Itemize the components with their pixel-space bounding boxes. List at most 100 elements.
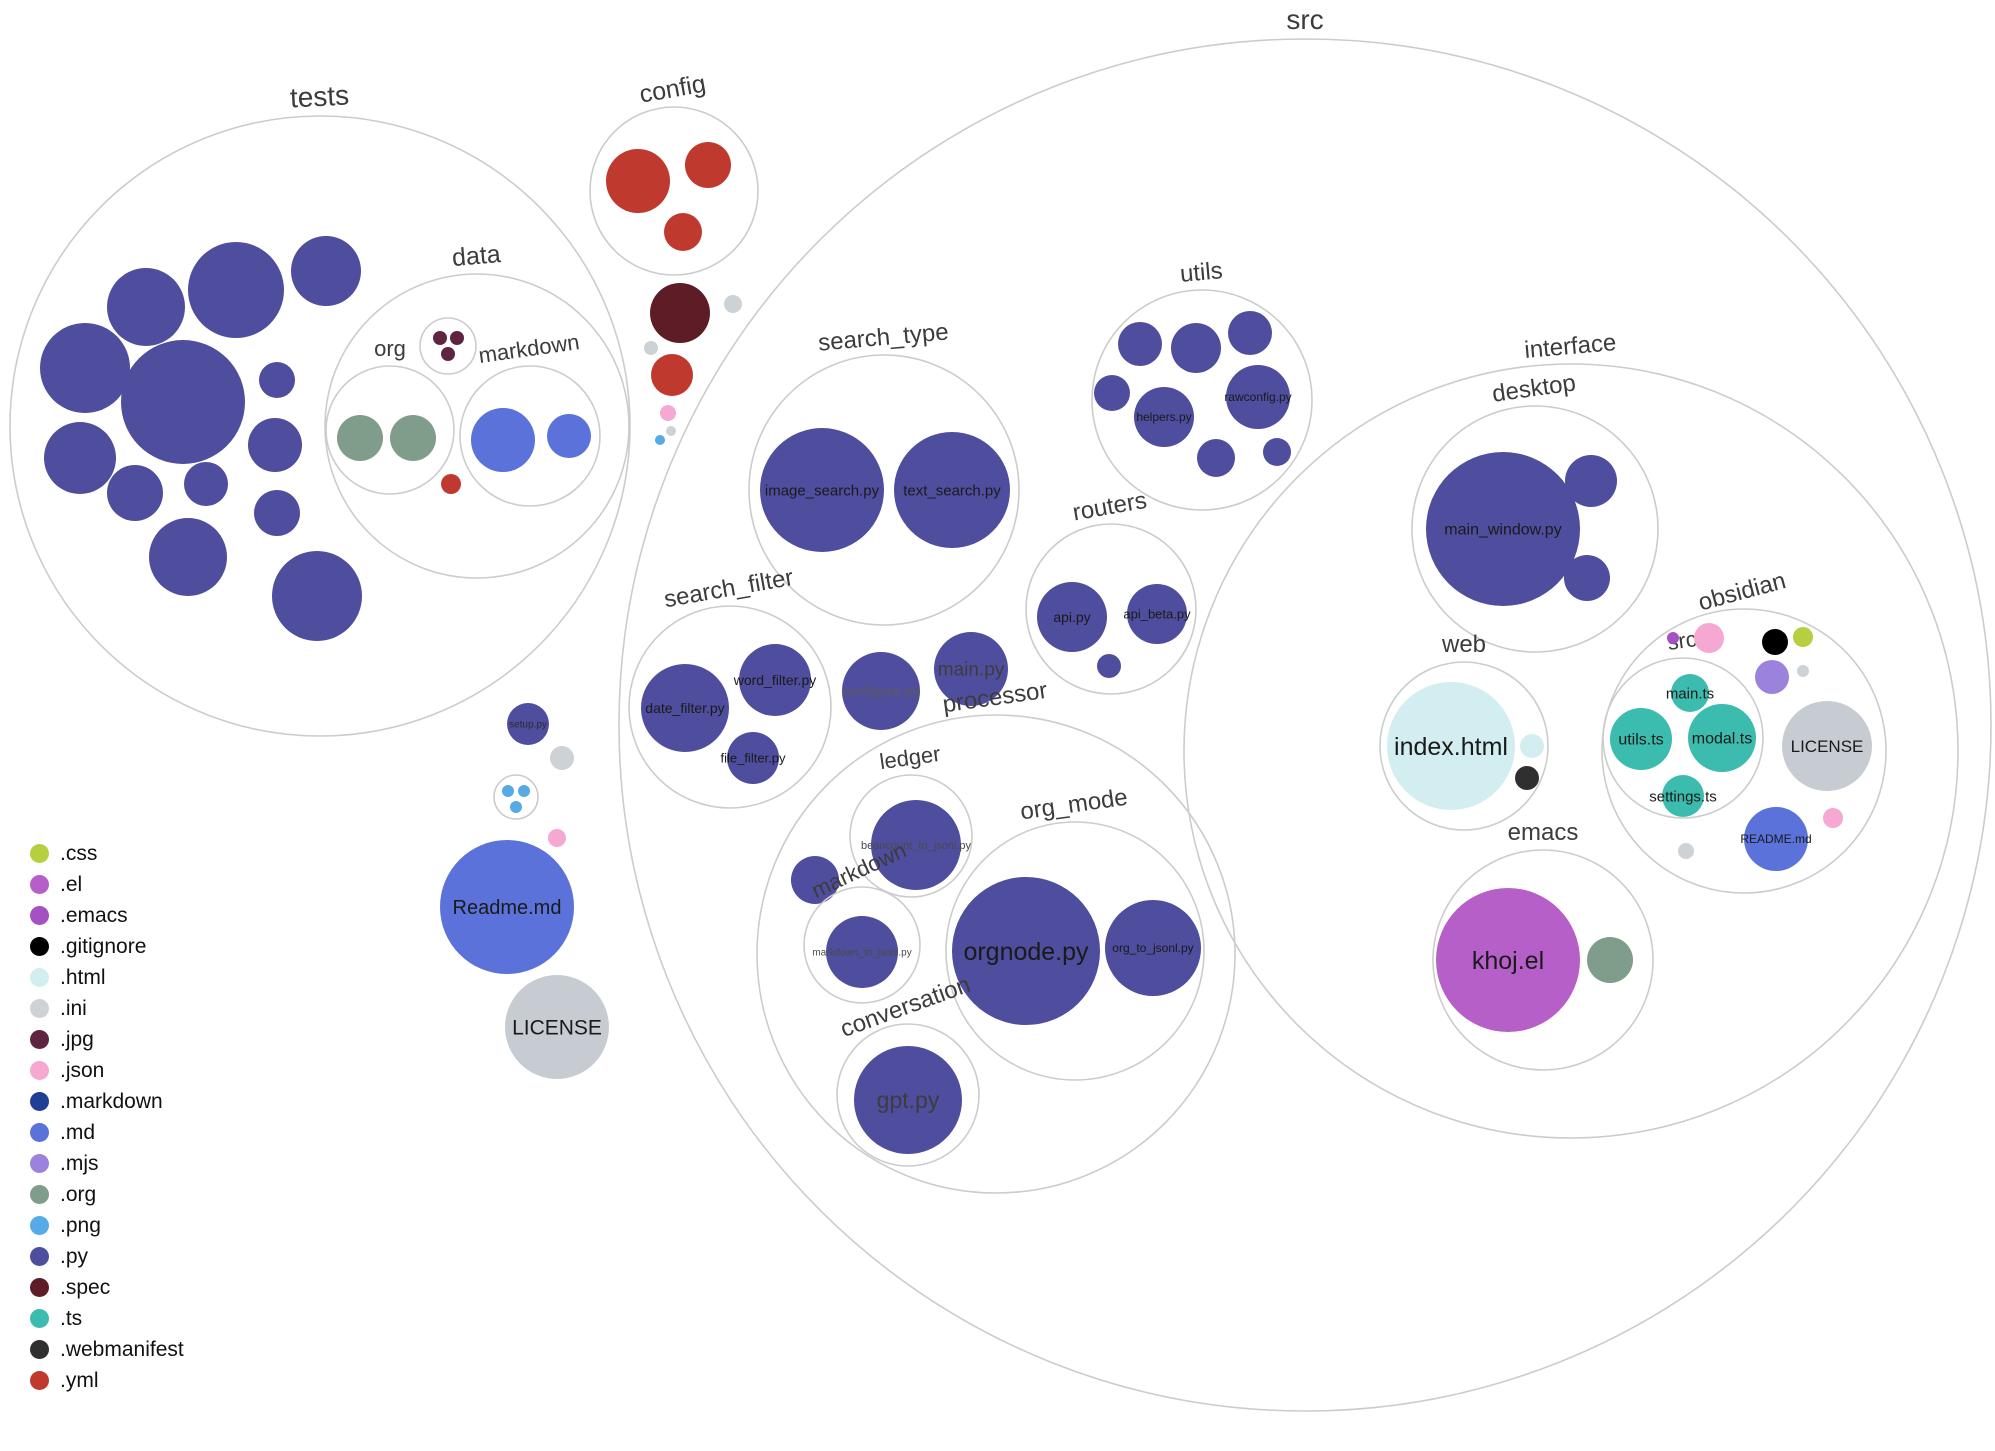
file-obsidian-css[interactable] [1793, 627, 1813, 647]
file-root-png-4[interactable] [510, 801, 522, 813]
file-modal-ts[interactable]: modal.ts [1688, 704, 1756, 772]
file-configure-py[interactable]: configure.py [842, 652, 920, 730]
file-main-py[interactable]: main.py [934, 632, 1008, 706]
file-utils-ts[interactable]: utils.ts [1610, 708, 1672, 770]
file-data-yml[interactable] [441, 474, 461, 494]
file-tests-py-11[interactable] [149, 518, 227, 596]
file-tests-py-5[interactable] [121, 340, 245, 464]
file-obsidian-license[interactable]: LICENSE [1782, 701, 1872, 791]
file-date_filter-py[interactable]: date_filter.py [641, 664, 729, 752]
dir-root-unnamed-dir[interactable] [493, 774, 539, 820]
file-config-yml-2[interactable] [685, 142, 731, 188]
file-helpers-py[interactable]: helpers.py [1134, 387, 1194, 447]
file-root-png-2[interactable] [502, 785, 514, 797]
file-data-jpg-1[interactable] [433, 331, 447, 345]
file-utils-py-5[interactable] [1197, 439, 1235, 477]
dir-web[interactable]: web [1379, 631, 1549, 831]
file-obsidian-ini-1[interactable] [1797, 665, 1809, 677]
file-data-jpg-2[interactable] [450, 331, 464, 345]
file-root-ini-3[interactable] [666, 426, 676, 436]
file-data-org-2[interactable] [390, 415, 436, 461]
file-routers-py-1[interactable] [1097, 654, 1121, 678]
file-org_to_jsonl-py[interactable]: org_to_jsonl.py [1105, 900, 1201, 996]
file-rawconfig-py[interactable]: rawconfig.py [1224, 365, 1292, 429]
file-root-yml[interactable] [651, 354, 693, 396]
dir-data-org[interactable]: org [325, 336, 455, 495]
file-obsidian-mjs[interactable] [1755, 660, 1789, 694]
file-desktop-py-2[interactable] [1564, 555, 1610, 601]
file-obsidian-json-1[interactable] [1694, 623, 1724, 653]
file-config-yml-1[interactable] [606, 149, 670, 213]
file-gpt-py[interactable]: gpt.py [854, 1046, 962, 1154]
file-license[interactable]: LICENSE [505, 975, 609, 1079]
file-tests-py-12[interactable] [272, 551, 362, 641]
file-root-json-1[interactable] [660, 405, 676, 421]
file-tests-py-7[interactable] [44, 422, 116, 494]
file-tests-py-1[interactable] [107, 268, 185, 346]
dir-tests[interactable]: tests [9, 79, 631, 737]
file-index-html[interactable]: index.html [1387, 682, 1515, 810]
file-label-index-html: index.html [1394, 733, 1508, 761]
file-obsidian-json-2[interactable] [1823, 808, 1843, 828]
file-label-khoj-el: khoj.el [1472, 947, 1544, 975]
dir-label-data: data [451, 240, 502, 272]
file-root-png-1[interactable] [655, 435, 665, 445]
file-web-webmanifest[interactable] [1515, 766, 1539, 790]
file-api-py[interactable]: api.py [1037, 582, 1107, 652]
file-tests-py-3[interactable] [291, 236, 361, 306]
dir-src[interactable]: src [618, 4, 1992, 1412]
file-beancount_to_jsonl-py[interactable]: beancount_to_jsonl.py [861, 800, 972, 890]
dir-emacs[interactable]: emacs [1432, 819, 1654, 1071]
file-utils-py-2[interactable] [1171, 323, 1221, 373]
file-data-md-1[interactable] [471, 408, 535, 472]
file-root-json-2[interactable] [548, 829, 566, 847]
file-tests-py-2[interactable] [188, 242, 284, 338]
file-tests-py-4[interactable] [40, 323, 130, 413]
file-main_window-py[interactable]: main_window.py [1426, 452, 1580, 606]
file-data-md-2[interactable] [547, 414, 591, 458]
file-root-ini-1[interactable] [724, 295, 742, 313]
file-file_filter-py[interactable]: file_filter.py [720, 732, 786, 784]
file-main-ts[interactable]: main.ts [1666, 674, 1714, 712]
file-utils-py-6[interactable] [1263, 438, 1291, 466]
file-word_filter-py[interactable]: word_filter.py [733, 644, 816, 716]
file-obsidian-gitignore[interactable] [1762, 629, 1788, 655]
dir-interface[interactable]: interface [1183, 329, 1959, 1139]
file-data-jpg-3[interactable] [441, 347, 455, 361]
legend-label: .spec [60, 1276, 111, 1299]
file-khoj-el[interactable]: khoj.el [1436, 888, 1580, 1032]
file-tests-py-13[interactable] [254, 490, 300, 536]
file-desktop-py-1[interactable] [1565, 455, 1617, 507]
file-utils-py-1[interactable] [1118, 322, 1162, 366]
dir-data[interactable]: data [324, 240, 630, 579]
file-tests-py-10[interactable] [248, 418, 302, 472]
file-tests-py-8[interactable] [107, 465, 163, 521]
legend-color-dot [30, 1309, 49, 1328]
file-tests-py-6[interactable] [259, 362, 295, 398]
file-processor-py-1[interactable] [791, 856, 839, 904]
file-obsidian-emacs-dot[interactable] [1667, 632, 1679, 644]
file-root-png-3[interactable] [518, 785, 530, 797]
dir-utils[interactable]: utils [1091, 257, 1313, 511]
file-obsidian-ini-2[interactable] [1678, 843, 1694, 859]
file-utils-py-3[interactable] [1228, 311, 1272, 355]
file-config-yml-3[interactable] [664, 213, 702, 251]
file-setup-py[interactable]: setup.py [507, 703, 549, 745]
file-text_search-py[interactable]: text_search.py [894, 432, 1010, 548]
file-markdown_to_jsonl-py[interactable]: markdown_to_jsonl.py [812, 916, 912, 988]
dir-data-unnamed-dir[interactable] [419, 317, 477, 375]
file-orgnode-py[interactable]: orgnode.py [952, 877, 1100, 1025]
file-root-spec[interactable] [650, 283, 710, 343]
file-tests-py-9[interactable] [184, 462, 228, 506]
file-settings-ts[interactable]: settings.ts [1649, 775, 1717, 817]
file-root-ini-4[interactable] [550, 746, 574, 770]
file-root-ini-2[interactable] [644, 341, 658, 355]
file-readme-md[interactable]: Readme.md [440, 840, 574, 974]
file-api_beta-py[interactable]: api_beta.py [1123, 584, 1191, 644]
file-utils-py-4[interactable] [1094, 375, 1130, 411]
file-obsidian-readme-md[interactable]: README.md [1740, 807, 1812, 871]
file-image_search-py[interactable]: image_search.py [760, 428, 884, 552]
file-data-org-1[interactable] [337, 415, 383, 461]
file-web-html-1[interactable] [1520, 734, 1544, 758]
file-emacs-org-1[interactable] [1587, 937, 1633, 983]
